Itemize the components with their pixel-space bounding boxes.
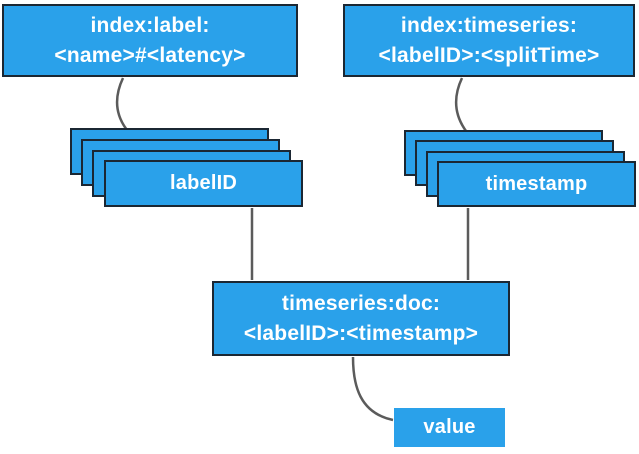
node-index-timeseries: index:timeseries: <labelID>:<splitTime> (343, 4, 635, 77)
node-index-timeseries-line2: <labelID>:<splitTime> (378, 43, 600, 67)
edge-index-timeseries-to-stack (454, 77, 468, 132)
node-index-label-line2: <name>#<latency> (54, 43, 246, 67)
edge-index-label-to-stack (115, 77, 129, 131)
node-timeseries-doc-line1: timeseries:doc: (281, 291, 441, 315)
node-index-timeseries-line1: index:timeseries: (400, 13, 578, 37)
node-value: value (394, 408, 505, 447)
edge-doc-to-value (351, 356, 394, 422)
node-timestamp: timestamp (437, 161, 636, 207)
node-index-label: index:label: <name>#<latency> (2, 4, 298, 77)
node-timeseries-doc-line2: <labelID>:<timestamp> (243, 321, 479, 345)
node-index-label-line1: index:label: (90, 13, 210, 37)
node-timeseries-doc: timeseries:doc: <labelID>:<timestamp> (212, 281, 510, 356)
node-labelid: labelID (104, 160, 303, 207)
